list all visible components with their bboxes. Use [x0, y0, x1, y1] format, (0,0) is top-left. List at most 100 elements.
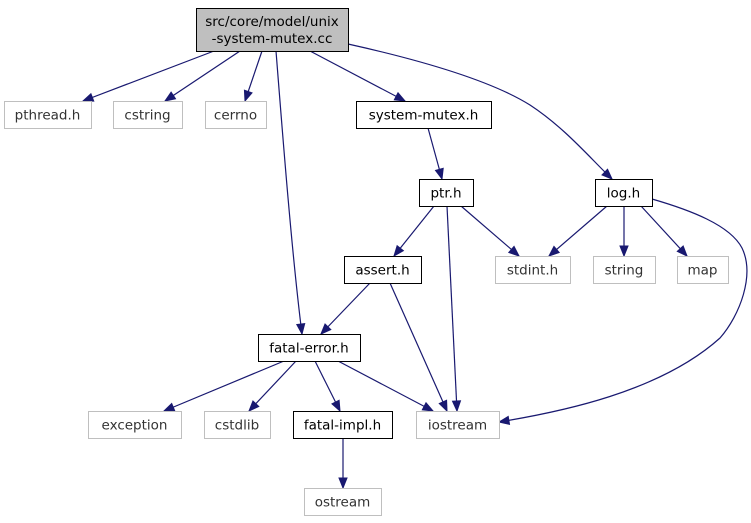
edge-fatalerror-to-cstdlib	[248, 360, 297, 412]
arrow-head-icon	[438, 399, 448, 413]
node-ostream[interactable]: ostream	[304, 488, 382, 516]
edge-log-to-iostream	[497, 198, 748, 425]
arrow-head-icon	[676, 245, 688, 257]
edge-fatalerror-to-iostream	[337, 360, 435, 412]
node-fatalimpl[interactable]: fatal-impl.h	[293, 411, 393, 439]
edge-line	[347, 43, 613, 180]
node-label: src/core/model/unix	[205, 14, 338, 30]
edge-line	[248, 360, 297, 412]
node-box	[113, 101, 183, 129]
node-root[interactable]: src/core/model/unix-system-mutex.cc	[196, 8, 349, 52]
node-label: fatal-error.h	[269, 340, 349, 356]
arrow-head-icon	[338, 477, 348, 490]
node-box	[205, 101, 267, 129]
arrow-head-icon	[451, 400, 462, 413]
edge-root-to-sysmutex	[309, 50, 407, 102]
edge-assert-to-fatalerror	[320, 282, 371, 335]
edge-line	[498, 198, 748, 423]
node-box	[204, 411, 271, 439]
edge-line	[460, 205, 520, 257]
node-string[interactable]: string	[593, 256, 656, 284]
edge-log-to-map	[640, 205, 688, 257]
edge-line	[389, 282, 448, 412]
edge-fatalerror-to-exception	[162, 360, 285, 412]
node-label: assert.h	[355, 262, 409, 278]
node-ptr[interactable]: ptr.h	[419, 179, 474, 207]
edge-root-to-pthread	[81, 50, 215, 102]
edge-sysmutex-to-ptr	[427, 127, 444, 181]
node-sysmutex[interactable]: system-mutex.h	[356, 101, 492, 129]
arrow-head-icon	[497, 415, 511, 425]
edge-log-to-string	[619, 206, 629, 258]
nodes-layer: src/core/model/unix-system-mutex.cc pthre…	[4, 8, 729, 516]
edge-root-to-log	[347, 43, 613, 180]
edge-line	[309, 50, 406, 102]
edge-ptr-to-assert	[393, 205, 435, 258]
node-exception[interactable]: exception	[88, 411, 182, 439]
edges-layer	[81, 43, 748, 490]
node-box	[344, 256, 422, 284]
node-label: ostream	[315, 494, 371, 510]
node-iostream[interactable]: iostream	[416, 411, 500, 439]
node-label: map	[688, 262, 718, 278]
arrow-head-icon	[331, 399, 341, 413]
node-label: fatal-impl.h	[304, 417, 381, 433]
arrow-head-icon	[393, 91, 407, 102]
arrow-head-icon	[320, 323, 332, 335]
node-box	[293, 411, 393, 439]
node-box	[593, 256, 656, 284]
arrow-head-icon	[295, 322, 306, 336]
node-label: ptr.h	[430, 185, 461, 201]
arrow-head-icon	[434, 167, 444, 181]
node-assert[interactable]: assert.h	[344, 256, 422, 284]
edge-line	[164, 50, 241, 102]
node-label: iostream	[428, 417, 487, 433]
edge-line	[320, 282, 371, 335]
node-label: string	[605, 262, 644, 278]
node-label: log.h	[607, 185, 640, 201]
edge-line	[548, 205, 608, 257]
edge-line	[337, 360, 434, 412]
arrow-head-icon	[421, 401, 435, 412]
node-label: cerrno	[214, 107, 257, 123]
node-box	[495, 256, 571, 284]
edge-ptr-to-iostream	[446, 205, 462, 413]
edge-root-to-cstring	[163, 50, 241, 102]
arrow-head-icon	[393, 244, 405, 258]
node-box	[677, 256, 729, 284]
node-map[interactable]: map	[677, 256, 729, 284]
arrow-head-icon	[601, 168, 613, 180]
node-label: cstring	[124, 107, 170, 123]
edge-fatalimpl-to-ostream	[338, 438, 348, 490]
arrow-head-icon	[507, 245, 521, 257]
arrow-head-icon	[162, 402, 176, 412]
arrow-head-icon	[248, 400, 260, 412]
node-fatalerror[interactable]: fatal-error.h	[258, 334, 361, 362]
arrow-head-icon	[619, 245, 629, 258]
arrow-head-icon	[547, 245, 561, 257]
node-label: cstdlib	[215, 417, 259, 433]
node-label: -system-mutex.cc	[212, 31, 333, 47]
edge-fatalerror-to-fatalimpl	[314, 360, 341, 413]
node-cstdlib[interactable]: cstdlib	[204, 411, 271, 439]
edge-root-to-cerrno	[243, 50, 263, 103]
node-cerrno[interactable]: cerrno	[205, 101, 267, 129]
edge-assert-to-iostream	[389, 282, 448, 413]
node-cstring[interactable]: cstring	[113, 101, 183, 129]
edge-line	[275, 50, 303, 335]
node-box	[419, 179, 474, 207]
edge-root-to-fatalerror	[275, 50, 306, 336]
edge-line	[393, 205, 435, 257]
node-box	[304, 488, 382, 516]
arrow-head-icon	[81, 92, 95, 102]
node-label: pthread.h	[15, 107, 81, 123]
edge-line	[640, 205, 688, 257]
node-pthread[interactable]: pthread.h	[4, 101, 92, 129]
node-log[interactable]: log.h	[595, 179, 653, 207]
edge-line	[82, 50, 215, 102]
node-box	[88, 411, 182, 439]
node-label: system-mutex.h	[369, 107, 479, 123]
edge-ptr-to-stdint	[460, 205, 521, 257]
node-stdint[interactable]: stdint.h	[495, 256, 571, 284]
